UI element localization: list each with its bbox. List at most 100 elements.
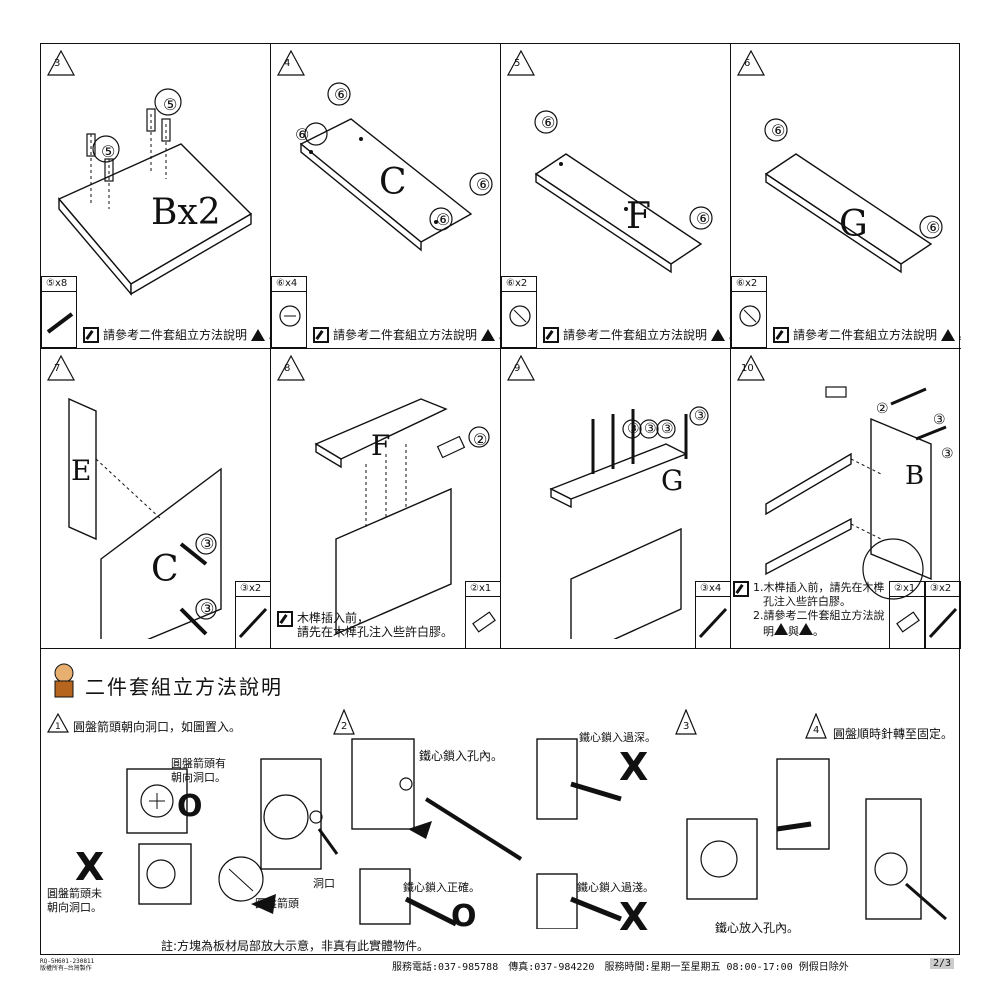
step-text: 鐵心鎖入孔內。 — [419, 749, 504, 763]
label-too-shallow: 鐵心鎖入過淺。 — [577, 881, 654, 894]
legend-count: ②x1 — [466, 582, 500, 597]
callout-cam: ⑥ — [295, 125, 310, 144]
part-label: F — [371, 429, 391, 462]
note-text: 木榫插入前， — [297, 611, 370, 625]
label-cam-arrow: 圓盤箭頭 — [255, 897, 299, 910]
step-triangle — [675, 709, 697, 735]
legend-count: ⑤x8 — [42, 277, 76, 292]
pen-icon — [277, 611, 293, 627]
step-number: 1 — [55, 722, 61, 732]
part-label: F — [626, 196, 651, 237]
step-10-panel: 10 ② ③ ③ B 1.木榫插入前，請先在木榫 孔注入些許白膠。 2.請參考二… — [731, 349, 961, 649]
wrong-mark: X — [75, 845, 105, 889]
assembly-f-drawing — [314, 398, 490, 636]
part-label: G — [661, 464, 684, 497]
bolt-depth-drawing — [536, 738, 622, 929]
warning-icon — [799, 623, 813, 635]
part-label: Bx2 — [151, 192, 221, 233]
screw-icon — [698, 607, 728, 639]
note-text: 與 — [788, 625, 799, 638]
step-8-panel: 8 ② F 木榫插入前， 請先在木榫孔注入些許白膠。 ②x1 — [271, 349, 501, 649]
note-text: 。 — [813, 625, 824, 638]
page-number: 2/3 — [930, 958, 955, 969]
step-3-panel: 3 ⑤ ⑤ Bx2 ⑤x8 請參考二件套組立方法說明 。 — [41, 44, 271, 349]
step-triangle — [46, 49, 76, 76]
note-row: 請參考二件套組立方法說明 。 — [773, 326, 961, 343]
note-text: 請先在木榫孔注入些許白膠。 — [297, 625, 454, 639]
guide-title: 二件套組立方法說明 — [85, 675, 283, 699]
part-label: C — [151, 549, 179, 590]
cam-lock-icon — [279, 305, 301, 327]
hardware-legend: ②x1 — [889, 581, 925, 648]
hardware-legend: ⑥x2 — [731, 276, 767, 348]
step-text: 圓盤箭頭朝向洞口，如圖置入。 — [73, 720, 242, 734]
step-triangle — [47, 713, 69, 733]
label-bad-line: 圓盤箭頭未 — [47, 887, 102, 900]
callout-screw: ③ — [694, 408, 707, 424]
note-row: 1.木榫插入前，請先在木榫 孔注入些許白膠。 2.請參考二件套組立方法說 明 與 。 — [733, 581, 885, 639]
label-ok: 圓盤箭頭有 朝向洞口。 — [171, 757, 226, 785]
step-triangle — [333, 709, 355, 735]
step-number: 2 — [341, 721, 348, 732]
correct-mark: O — [451, 899, 477, 934]
pen-icon — [733, 581, 749, 597]
part-label: C — [379, 162, 407, 203]
step-number: 10 — [741, 363, 754, 374]
note-text: 1.木榫插入前，請先在木榫 — [753, 581, 885, 594]
callout-cam: ⑥ — [926, 218, 941, 237]
assembly-g-drawing — [549, 406, 709, 639]
warning-icon — [711, 328, 726, 341]
callout-bolt: ⑤ — [163, 95, 178, 114]
step-triangle — [736, 49, 766, 76]
hardware-legend: ③x4 — [695, 581, 730, 648]
callout-cam: ⑥ — [541, 113, 556, 132]
cam-lock-icon — [739, 305, 761, 327]
pen-icon — [83, 326, 99, 343]
step-number: 7 — [54, 363, 61, 374]
step-number: 8 — [284, 363, 291, 374]
step-triangle — [276, 49, 306, 76]
correct-mark: O — [177, 789, 203, 824]
screw-icon — [928, 607, 958, 639]
legend-count: ⑥x2 — [732, 277, 766, 292]
wrong-mark: X — [619, 895, 649, 939]
label-bad: 圓盤箭頭未 朝向洞口。 — [47, 887, 102, 915]
note-text: 請參考二件套組立方法說明 — [103, 328, 248, 342]
hardware-legend: ⑥x4 — [271, 276, 307, 348]
step-number: 6 — [744, 58, 751, 69]
hardware-legend: ⑥x2 — [501, 276, 537, 348]
callout-screw: ③ — [200, 534, 215, 553]
step-number: 9 — [514, 363, 521, 374]
note-text: 孔注入些許白膠。 — [763, 595, 851, 608]
step-number: 4 — [813, 725, 820, 736]
note-text: 請參考二件套組立方法說明 — [563, 328, 708, 342]
doc-code-line: 版權所有—台灣製作 — [40, 965, 92, 972]
step-6-panel: 6 ⑥ ⑥ G ⑥x2 請參考二件套組立方法說明 。 — [731, 44, 961, 349]
note-row: 請參考二件套組立方法說明 。 — [313, 326, 500, 343]
step-5-panel: 5 ⑥ ⑥ F ⑥x2 請參考二件套組立方法說明 。 — [501, 44, 731, 349]
hardware-legend: ②x1 — [465, 581, 500, 648]
step-7-panel: 7 ③ ③ E C ③x2 — [41, 349, 271, 649]
callout-cam: ⑥ — [476, 175, 491, 194]
part-label: G — [839, 204, 868, 245]
screw-icon — [238, 607, 268, 639]
wrong-mark: X — [619, 745, 649, 789]
pen-icon — [543, 326, 559, 343]
warning-icon — [251, 328, 266, 341]
doc-code-line: RQ-5H601-230811 — [40, 958, 95, 965]
callout-cam: ⑥ — [436, 210, 451, 229]
step-number: 5 — [514, 58, 521, 69]
callout-screw: ③ — [661, 421, 674, 437]
bolt-insert-drawing — [351, 738, 523, 927]
legend-count: ③x2 — [926, 582, 960, 597]
step-number: 3 — [683, 721, 690, 732]
part-label: E — [71, 454, 92, 487]
callout-cam: ⑥ — [696, 209, 711, 228]
note-text: 明 — [763, 625, 774, 638]
callout-bolt: ⑤ — [101, 142, 116, 161]
note-text: 2.請參考二件套組立方法說 — [753, 609, 885, 622]
hardware-legend: ⑤x8 — [41, 276, 77, 348]
part-label: B — [905, 461, 925, 491]
step-text: 圓盤順時針轉至固定。 — [833, 727, 954, 741]
legend-count: ②x1 — [890, 582, 924, 597]
